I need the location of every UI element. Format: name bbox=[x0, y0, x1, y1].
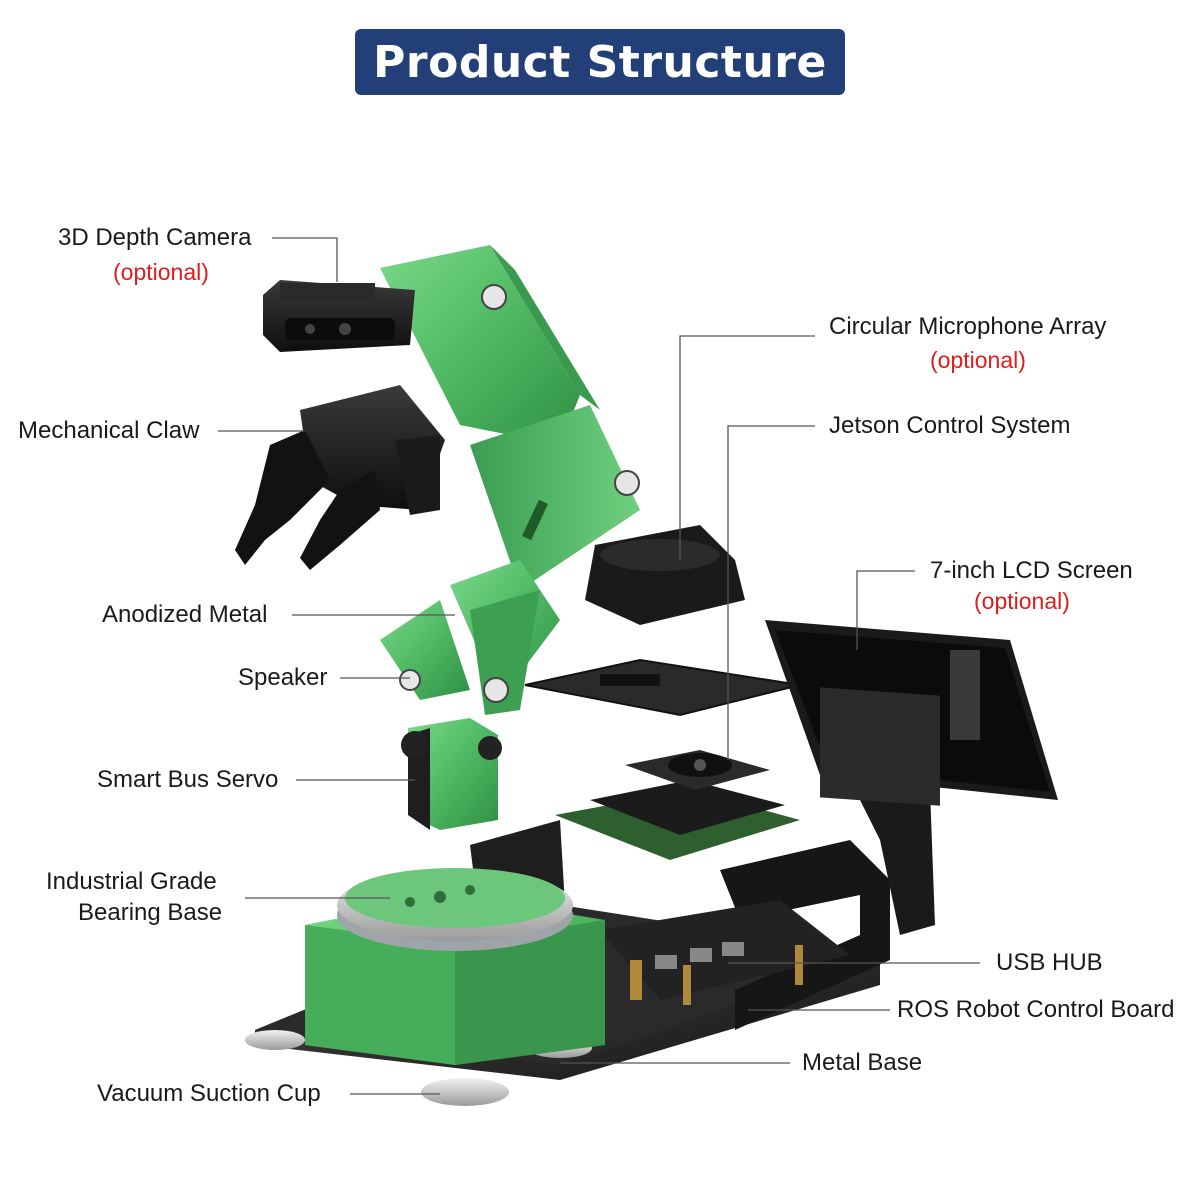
label-depth-camera: 3D Depth Camera bbox=[58, 224, 252, 251]
jetson-module bbox=[555, 750, 800, 860]
title-banner: Product Structure bbox=[355, 29, 845, 95]
leader-depth-camera bbox=[272, 237, 338, 282]
leader-mic-array bbox=[679, 335, 815, 560]
label-depth-camera-optional: (optional) bbox=[113, 259, 209, 285]
ros-board bbox=[600, 900, 850, 1005]
arm-links bbox=[380, 245, 640, 715]
label-speaker: Speaker bbox=[238, 664, 328, 691]
leader-jetson bbox=[727, 425, 815, 760]
label-mechanical-claw: Mechanical Claw bbox=[18, 417, 200, 444]
mic-array-base bbox=[585, 525, 745, 625]
label-smart-bus-servo: Smart Bus Servo bbox=[97, 766, 279, 793]
label-bearing-base-line1: Industrial Grade bbox=[46, 868, 217, 895]
label-ros-board: ROS Robot Control Board bbox=[897, 996, 1175, 1023]
mechanical-claw bbox=[235, 385, 445, 570]
page-title: Product Structure bbox=[373, 36, 827, 88]
top-plate bbox=[524, 658, 801, 717]
label-jetson: Jetson Control System bbox=[829, 412, 1071, 439]
label-metal-base: Metal Base bbox=[802, 1049, 923, 1076]
label-usb-hub: USB HUB bbox=[996, 949, 1103, 976]
lcd-screen bbox=[765, 620, 1058, 806]
label-bearing-base-line2: Bearing Base bbox=[78, 899, 223, 926]
bearing-base bbox=[305, 868, 605, 1065]
smart-bus-servo bbox=[401, 718, 502, 830]
label-mic-array-optional: (optional) bbox=[930, 347, 1026, 373]
label-vacuum-suction-cup: Vacuum Suction Cup bbox=[97, 1080, 321, 1107]
label-mic-array: Circular Microphone Array bbox=[829, 313, 1107, 340]
label-lcd: 7-inch LCD Screen bbox=[930, 557, 1133, 584]
leader-lcd bbox=[856, 570, 915, 650]
label-lcd-optional: (optional) bbox=[974, 588, 1070, 614]
label-anodized-metal: Anodized Metal bbox=[102, 601, 268, 628]
depth-camera bbox=[263, 280, 415, 352]
